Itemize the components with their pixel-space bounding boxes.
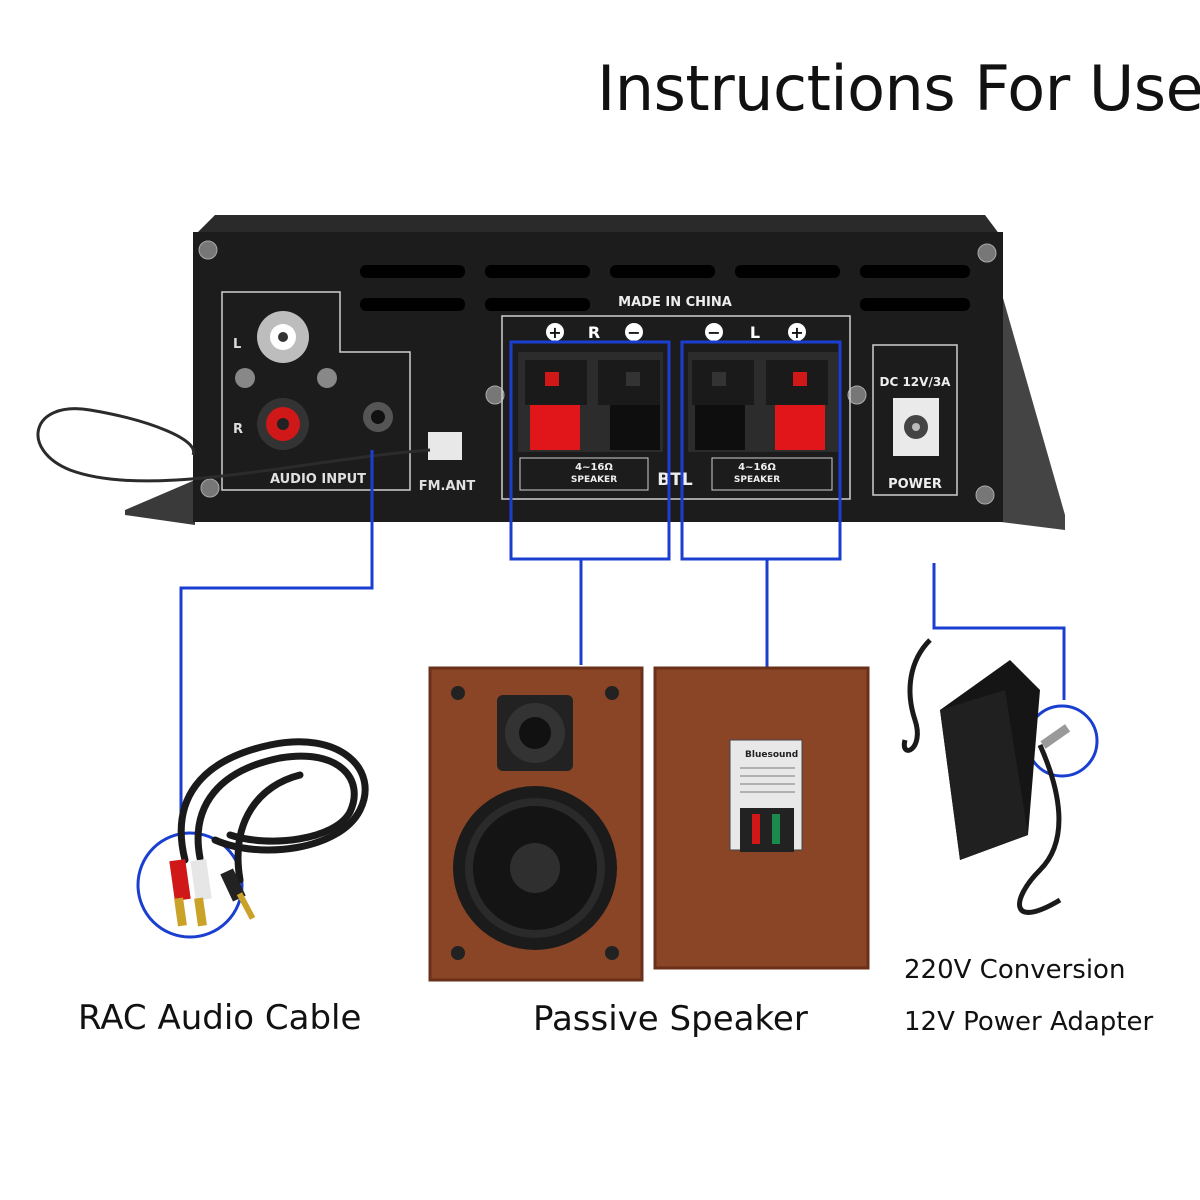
- svg-text:Bluesound: Bluesound: [745, 750, 798, 760]
- caption-passive-speaker: Passive Speaker: [533, 999, 808, 1039]
- svg-text:FM.ANT: FM.ANT: [419, 479, 476, 494]
- fm-antenna-connector: [428, 432, 462, 460]
- svg-text:MADE IN CHINA: MADE IN CHINA: [618, 295, 732, 310]
- svg-text:+: +: [790, 323, 803, 342]
- speaker-terminal-left-minus: [695, 405, 745, 450]
- svg-text:POWER: POWER: [888, 477, 942, 492]
- power-adapter: [901, 638, 1071, 915]
- svg-text:4~16Ω: 4~16Ω: [738, 462, 776, 473]
- svg-text:−: −: [707, 323, 720, 342]
- svg-text:−: −: [627, 323, 640, 342]
- svg-text:BTL: BTL: [657, 470, 693, 490]
- svg-text:4~16Ω: 4~16Ω: [575, 462, 613, 473]
- caption-adapter-line2: 12V Power Adapter: [904, 1007, 1154, 1037]
- rca-plug-highlight: [136, 831, 244, 939]
- amplifier-rear-panel: L R AUDIO INPUT FM.ANT MADE IN CHINA + R…: [36, 215, 1065, 530]
- page-title: Instructions For Use: [597, 52, 1200, 125]
- passive-speaker-front: [428, 666, 644, 982]
- speaker-terminal-left-plus: [775, 405, 825, 450]
- svg-text:L: L: [233, 337, 241, 352]
- svg-text:L: L: [750, 323, 760, 342]
- passive-speaker-back: Bluesound: [653, 666, 870, 970]
- caption-adapter-line1: 220V Conversion: [904, 955, 1126, 985]
- svg-text:R: R: [588, 323, 600, 342]
- right-speaker-terminal-highlight: [509, 340, 671, 561]
- rca-audio-cable: [169, 738, 369, 927]
- svg-text:SPEAKER: SPEAKER: [571, 475, 617, 485]
- svg-text:+: +: [548, 323, 561, 342]
- speaker-terminal-right-minus: [610, 405, 660, 450]
- speaker-terminal-right-plus: [530, 405, 580, 450]
- svg-text:DC 12V/3A: DC 12V/3A: [880, 375, 952, 389]
- caption-rac-audio-cable: RAC Audio Cable: [78, 998, 362, 1038]
- svg-text:SPEAKER: SPEAKER: [734, 475, 780, 485]
- svg-text:AUDIO INPUT: AUDIO INPUT: [270, 472, 366, 487]
- left-speaker-terminal-highlight: [680, 340, 842, 561]
- svg-text:R: R: [233, 422, 243, 437]
